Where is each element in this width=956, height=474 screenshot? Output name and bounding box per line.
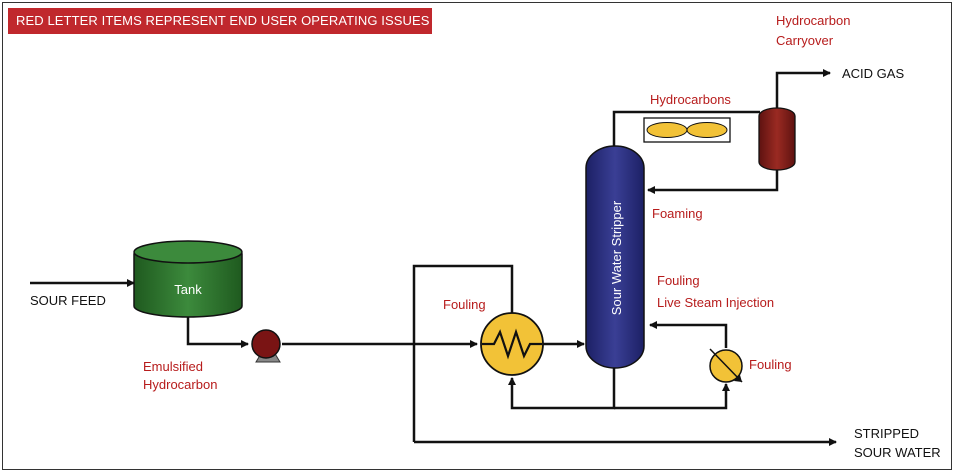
feed-tank — [133, 240, 243, 318]
exchanger-hot-inlet-line — [412, 264, 514, 442]
stripped-label-line2: SOUR WATER — [854, 445, 941, 460]
reflux-line — [647, 170, 779, 194]
hydrocarbons-label: Hydrocarbons — [650, 92, 731, 107]
overhead-vapor-line — [612, 110, 760, 148]
emulsified-label-line1: Emulsified — [143, 359, 203, 374]
stripped-label-line1: STRIPPED — [854, 426, 919, 441]
sour-water-stripper-column — [585, 145, 645, 369]
live-steam-label: Live Steam Injection — [657, 295, 774, 310]
feed-bottoms-exchanger — [480, 312, 544, 376]
column-label: Sour Water Stripper — [609, 200, 624, 315]
exchanger-fouling-label: Fouling — [443, 297, 486, 312]
foaming-label: Foaming — [652, 206, 703, 221]
bottoms-to-exchanger-line — [508, 368, 616, 410]
tank-to-pump-line — [186, 317, 249, 348]
hc-carryover-label-line1: Hydrocarbon — [776, 13, 850, 28]
hc-carryover-label-line2: Carryover — [776, 33, 834, 48]
acid-gas-line — [775, 69, 831, 108]
overhead-condenser — [643, 117, 731, 143]
bottoms-to-reboiler-line — [614, 383, 730, 410]
process-lines — [30, 69, 837, 446]
feed-pump — [251, 329, 281, 363]
reboiler-fouling-label: Fouling — [749, 357, 792, 372]
emulsified-label-line2: Hydrocarbon — [143, 377, 217, 392]
legend-banner: RED LETTER ITEMS REPRESENT END USER OPER… — [8, 8, 432, 34]
tank-label: Tank — [174, 282, 202, 297]
steam-injection-line — [649, 321, 728, 348]
reboiler — [709, 348, 743, 383]
sour-feed-label: SOUR FEED — [30, 293, 106, 308]
column-fouling-label: Fouling — [657, 273, 700, 288]
reflux-drum — [758, 107, 796, 171]
acid-gas-label: ACID GAS — [842, 66, 904, 81]
